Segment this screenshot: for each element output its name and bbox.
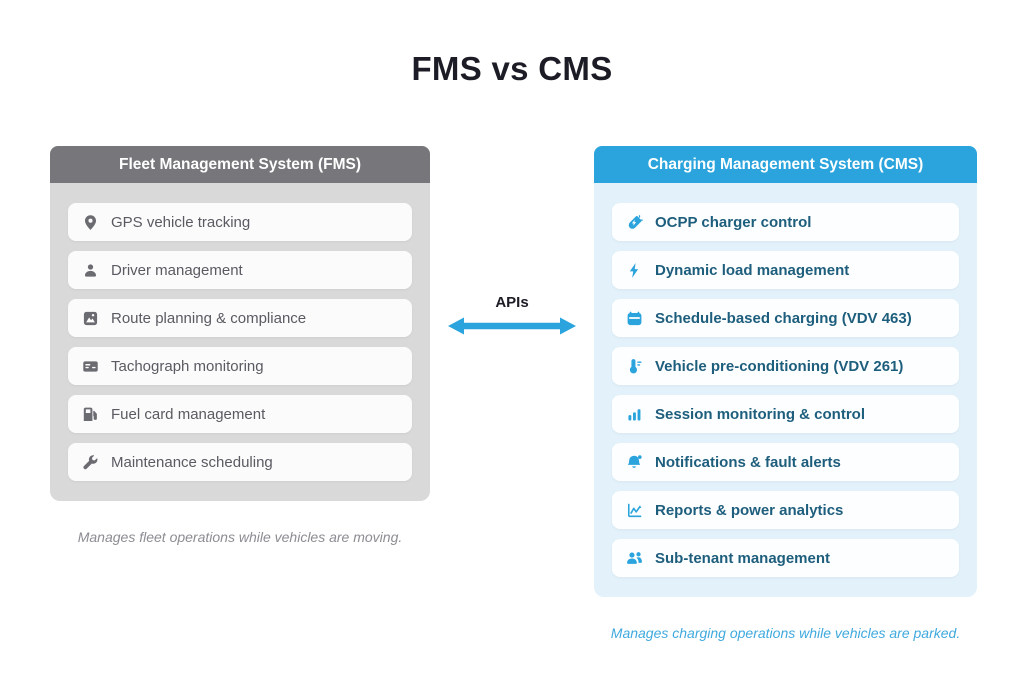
- double-arrow-icon: [448, 317, 576, 335]
- fms-item-label: Fuel card management: [111, 405, 266, 423]
- cms-item: Sub-tenant management: [612, 539, 959, 577]
- fms-item-label: Driver management: [111, 261, 243, 279]
- cms-item-label: Reports & power analytics: [655, 501, 844, 519]
- fms-item-label: Route planning & compliance: [111, 309, 307, 327]
- cms-item: Session monitoring & control: [612, 395, 959, 433]
- cms-item-label: Vehicle pre-conditioning (VDV 261): [655, 357, 904, 375]
- tachograph-card-icon: [82, 358, 99, 375]
- fuel-pump-icon: [82, 406, 99, 423]
- fms-item: Driver management: [68, 251, 412, 289]
- cms-item: Notifications & fault alerts: [612, 443, 959, 481]
- people-icon: [626, 550, 643, 567]
- line-chart-icon: [626, 502, 643, 519]
- cms-caption: Manages charging operations while vehicl…: [610, 625, 961, 641]
- fms-item: Fuel card management: [68, 395, 412, 433]
- fms-item-label: Tachograph monitoring: [111, 357, 264, 375]
- cms-item-label: Schedule-based charging (VDV 463): [655, 309, 912, 327]
- person-icon: [82, 262, 99, 279]
- cms-item: Vehicle pre-conditioning (VDV 261): [612, 347, 959, 385]
- fms-caption: Manages fleet operations while vehicles …: [77, 529, 403, 545]
- cms-item-label: OCPP charger control: [655, 213, 812, 231]
- fms-panel: Fleet Management System (FMS) GPS vehicl…: [50, 146, 430, 501]
- cms-panel: Charging Management System (CMS) OCPP ch…: [594, 146, 977, 597]
- location-pin-icon: [82, 214, 99, 231]
- api-connector: APIs: [440, 294, 584, 338]
- thermometer-icon: [626, 358, 643, 375]
- wrench-icon: [82, 454, 99, 471]
- cms-panel-header: Charging Management System (CMS): [594, 146, 977, 183]
- map-route-icon: [82, 310, 99, 327]
- calendar-icon: [626, 310, 643, 327]
- fms-item-label: Maintenance scheduling: [111, 453, 273, 471]
- fms-item: Tachograph monitoring: [68, 347, 412, 385]
- cms-item-label: Notifications & fault alerts: [655, 453, 841, 471]
- cms-item: Schedule-based charging (VDV 463): [612, 299, 959, 337]
- cms-item: Reports & power analytics: [612, 491, 959, 529]
- fms-panel-header: Fleet Management System (FMS): [50, 146, 430, 183]
- lightning-bolt-icon: [626, 262, 643, 279]
- fms-item: Maintenance scheduling: [68, 443, 412, 481]
- page-title: FMS vs CMS: [411, 50, 613, 87]
- cms-item-label: Dynamic load management: [655, 261, 850, 279]
- bar-chart-icon: [626, 406, 643, 423]
- cms-item-label: Sub-tenant management: [655, 549, 831, 567]
- api-label: APIs: [495, 294, 529, 311]
- cms-item-label: Session monitoring & control: [655, 405, 866, 423]
- fms-item: GPS vehicle tracking: [68, 203, 412, 241]
- cms-item: OCPP charger control: [612, 203, 959, 241]
- fms-item: Route planning & compliance: [68, 299, 412, 337]
- fms-item-label: GPS vehicle tracking: [111, 213, 251, 231]
- cms-item: Dynamic load management: [612, 251, 959, 289]
- bell-icon: [626, 454, 643, 471]
- ev-charger-icon: [626, 214, 643, 231]
